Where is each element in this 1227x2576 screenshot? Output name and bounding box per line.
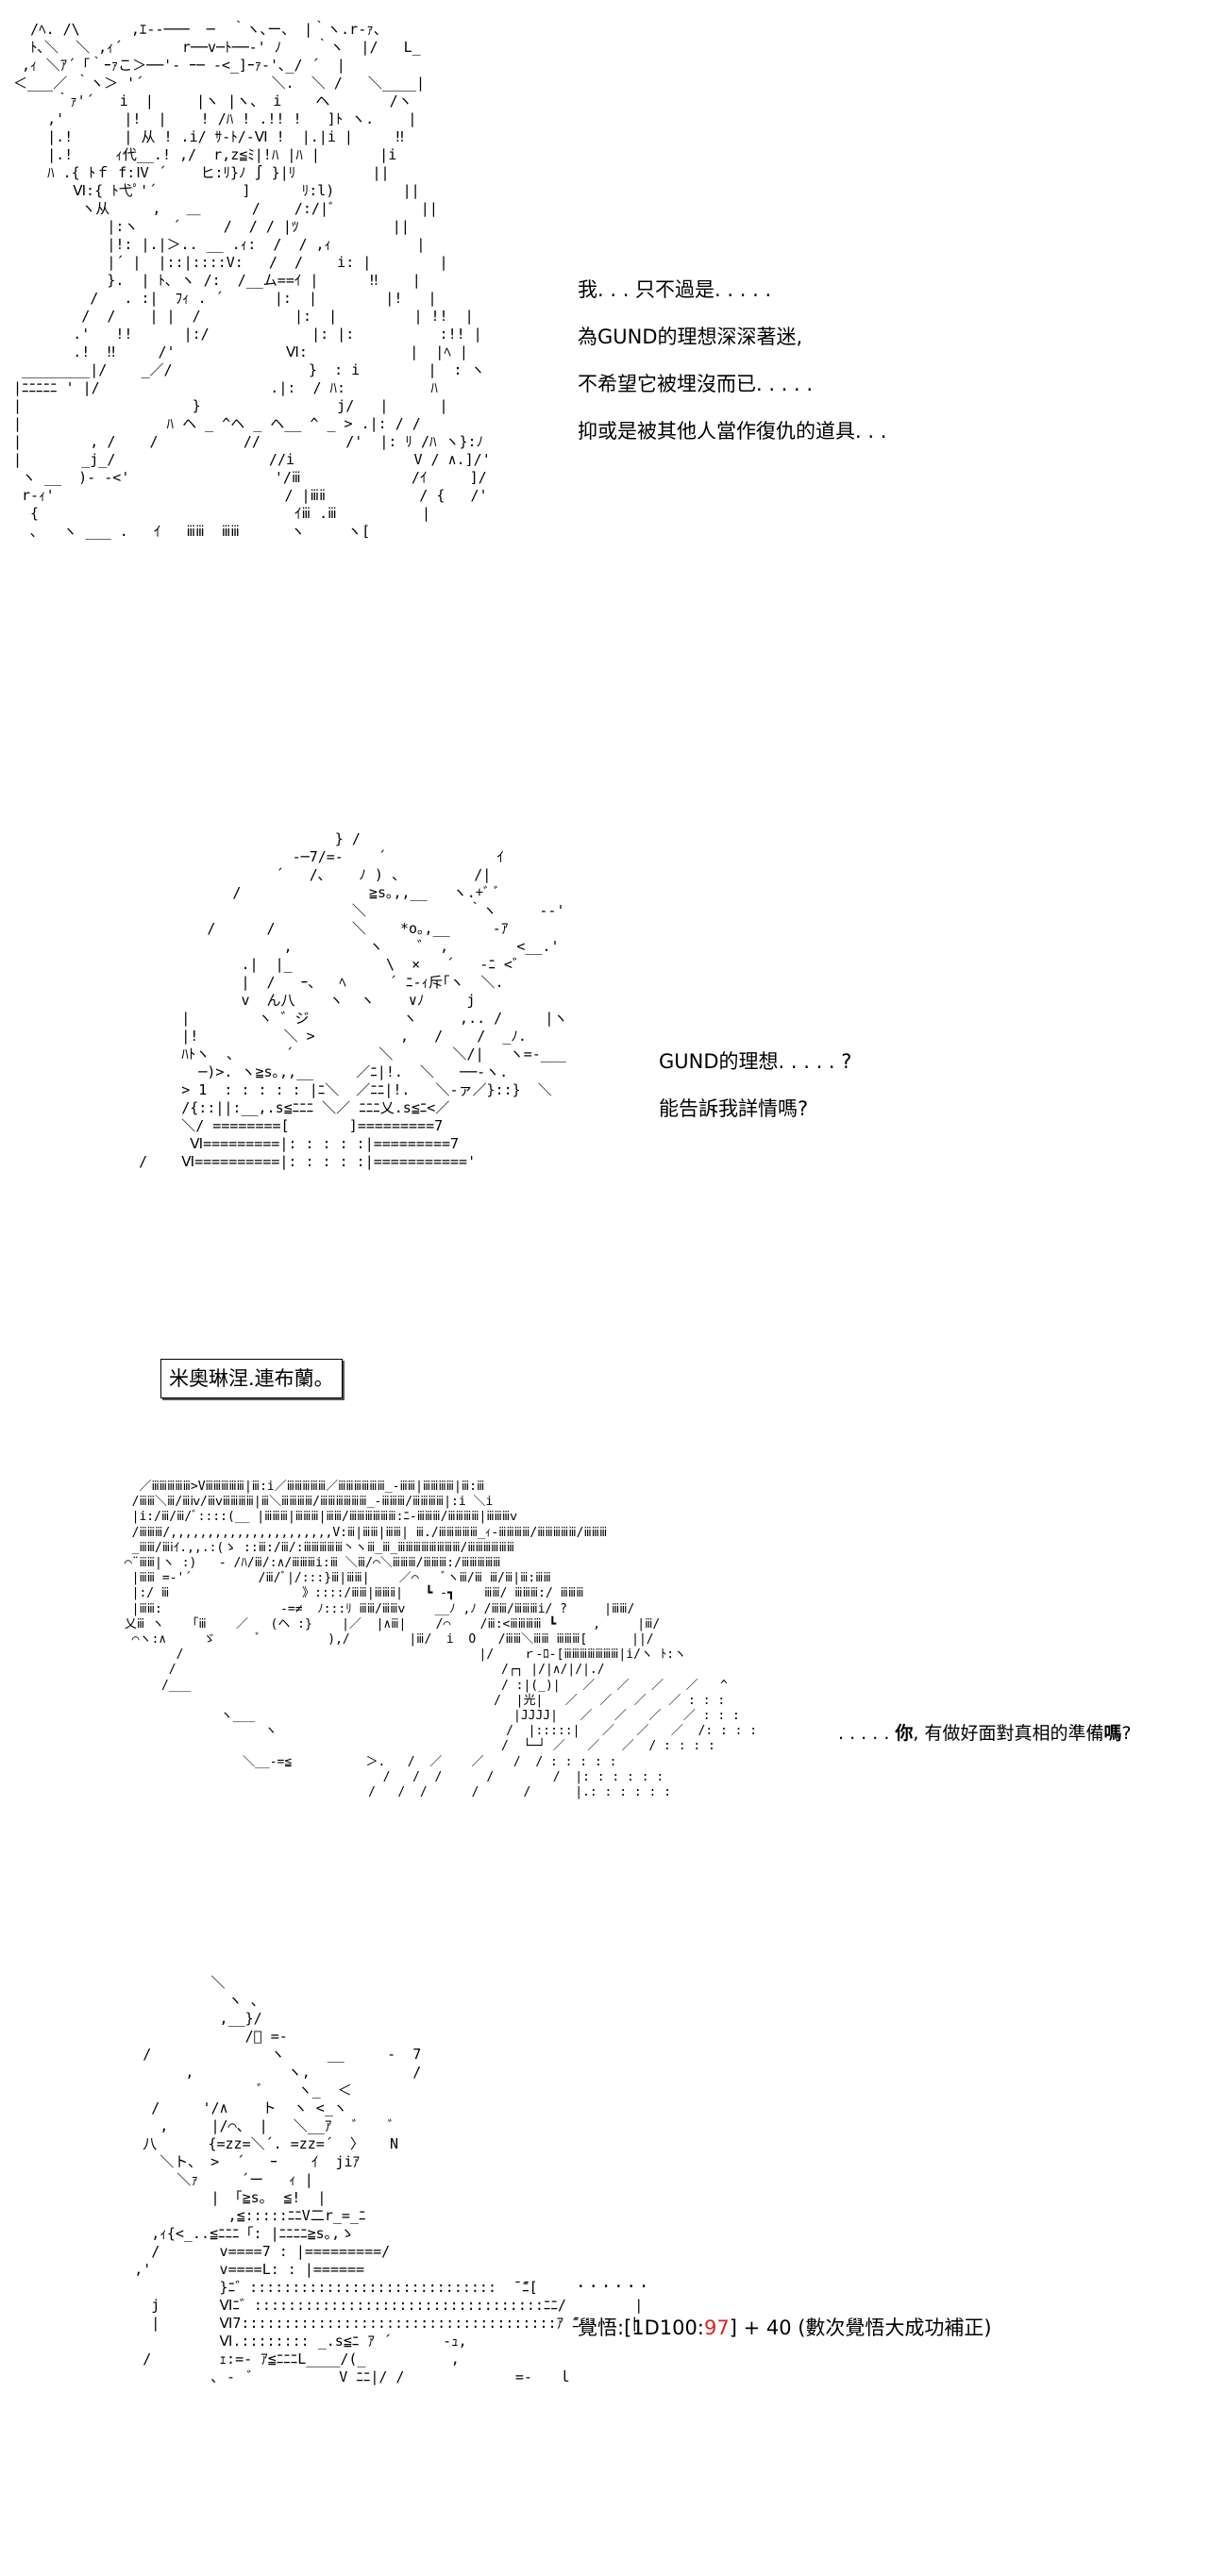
dialogue-line: 不希望它被埋沒而已. . . . . [578, 373, 814, 395]
dialogue-line: GUND的理想. . . . . ? [659, 1050, 852, 1073]
ascii-art-character-4: ＼ ヽ 、 ,__}/ /ﾞ =- / ヽ __ ‐ 7 , ヽ, / ﾞ ヽ_… [134, 1974, 644, 2385]
dialogue-block-3: . . . . . 你, 有做好面對真相的準備嗎? [838, 1710, 1132, 1757]
roll-label: 覺悟:[1D100: [578, 2317, 704, 2339]
dice-roll-line: 覺悟:[1D100:97] + 40 (數次覺悟大成功補正) [578, 2304, 992, 2351]
dialogue-text: , 有做好面對真相的準備 [913, 1723, 1104, 1744]
dialogue-emphasis: 你 [895, 1723, 914, 1744]
ascii-art-character-3: ／ⅲⅲⅲⅲⅲ>Vⅲⅲⅲⅲⅲ|ⅲ:i／ⅲⅲⅲⅲⅲ／ⅲⅲⅲⅲⅲⅲ_-ⅲⅲ|ⅲⅲⅲⅲ|… [124, 1480, 758, 1800]
dialogue-line: 能告訴我詳情嗎? [659, 1097, 809, 1120]
dialogue-line: 抑或是被其他人當作復仇的道具. . . [578, 420, 887, 443]
ascii-art-character-2: } / ‐─7/=- ´ ｲ ´ /､ ﾉ ) 、 /| / ≧s｡,,__ ヽ… [139, 830, 568, 1170]
panel-2: } / ‐─7/=- ´ ｲ ´ /､ ﾉ ) 、 /| / ≧s｡,,__ ヽ… [139, 830, 851, 1398]
dialogue-line: . . . . . . [578, 2269, 647, 2292]
dialogue-emphasis: 嗎 [1103, 1723, 1122, 1744]
speaker-name-box: 米奧琳涅.連布蘭。 [160, 1359, 343, 1398]
dialogue-line: . . . . . 你, 有做好面對真相的準備嗎? [838, 1710, 1132, 1757]
dialogue-block-1: 我. . . 只不過是. . . . . 為GUND的理想深深著迷, 不希望它被… [578, 266, 886, 455]
panel-1: /ﾍ. /\ ,ｴ-‐─── ─ ｀ヽ､ー、 |｀ヽ.r‐ｧ、 ﾄ､＼ ＼ ,ｨ… [0, 0, 1227, 811]
panel-3: ／ⅲⅲⅲⅲⅲ>Vⅲⅲⅲⅲⅲ|ⅲ:i／ⅲⅲⅲⅲⅲ／ⅲⅲⅲⅲⅲⅲ_-ⅲⅲ|ⅲⅲⅲⅲ|… [124, 1480, 1132, 1800]
dialogue-line: 為GUND的理想深深著迷, [578, 326, 803, 348]
dialogue-suffix: ? [1121, 1723, 1132, 1744]
roll-result: 97 [703, 2317, 730, 2339]
roll-suffix: ] + 40 (數次覺悟大成功補正) [729, 2317, 992, 2339]
dialogue-block-4: . . . . . . 覺悟:[1D100:97] + 40 (數次覺悟大成功補… [578, 2257, 992, 2351]
dialogue-prefix: . . . . . [838, 1723, 896, 1744]
dialogue-block-2: GUND的理想. . . . . ? 能告訴我詳情嗎? [659, 1038, 851, 1132]
dialogue-line: 我. . . 只不過是. . . . . [578, 278, 772, 301]
ascii-art-character-1: /ﾍ. /\ ,ｴ-‐─── ─ ｀ヽ､ー、 |｀ヽ.r‐ｧ、 ﾄ､＼ ＼ ,ｨ… [13, 21, 491, 540]
